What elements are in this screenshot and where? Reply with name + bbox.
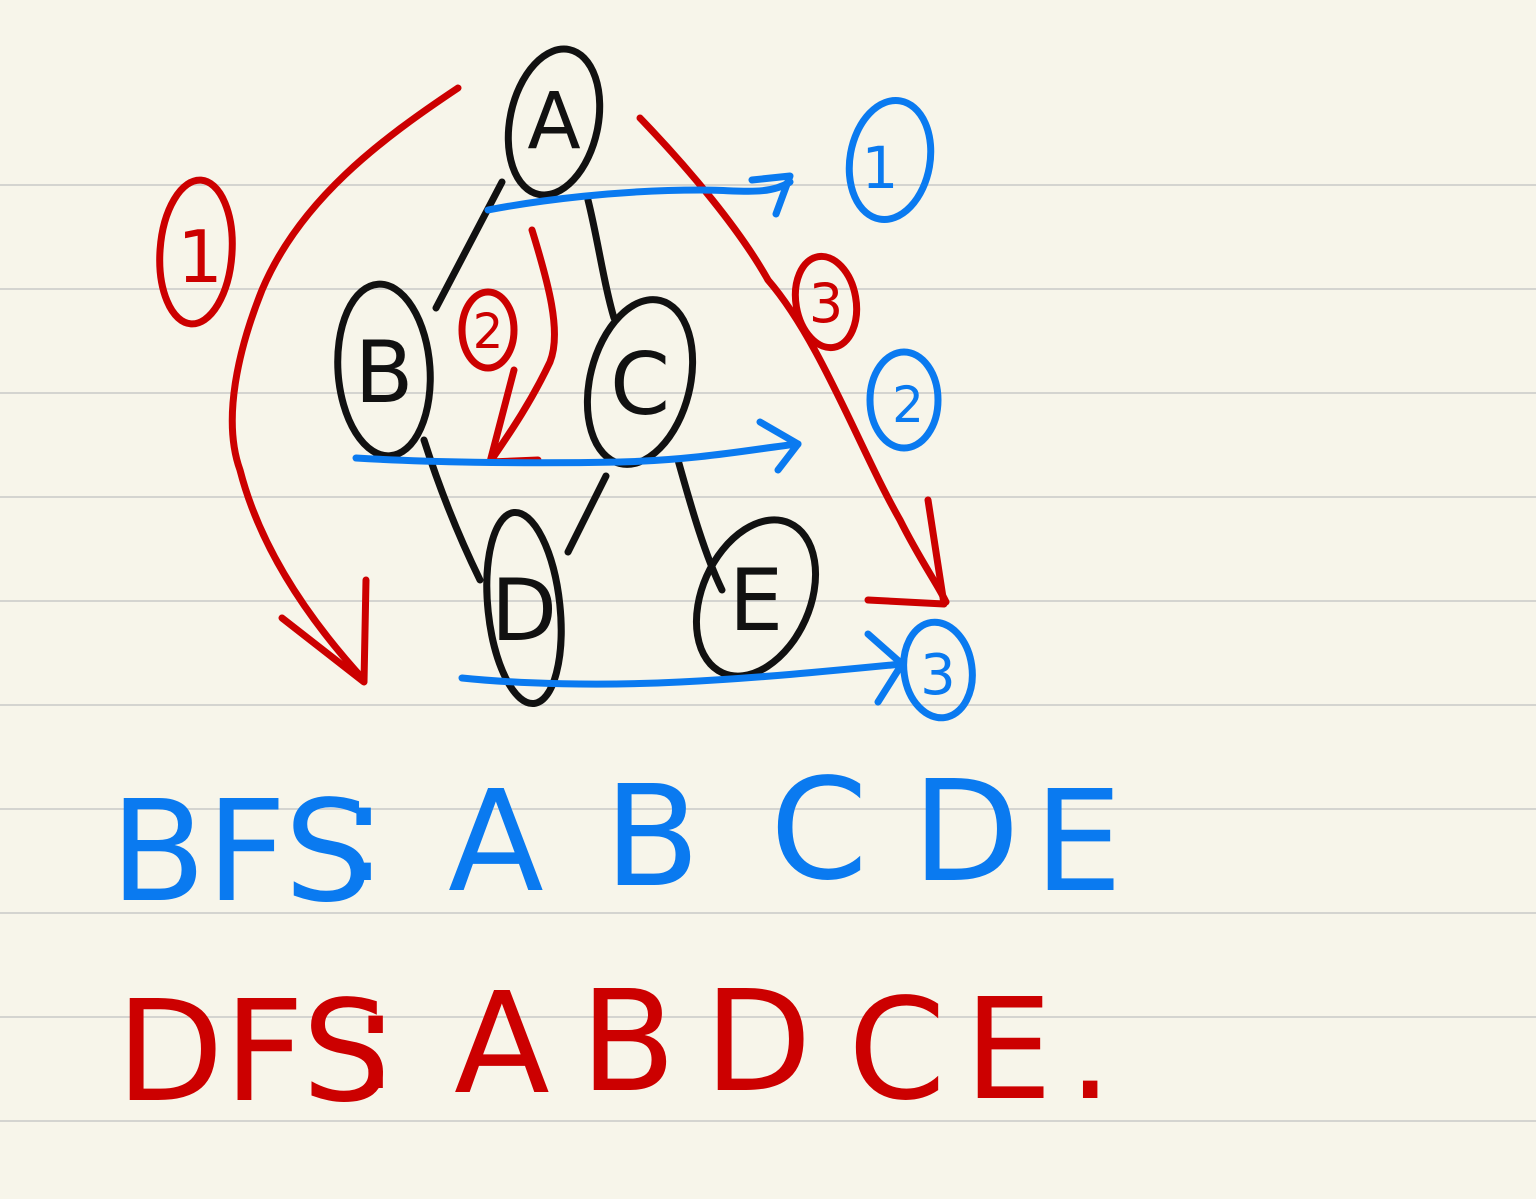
node-b-label: B: [355, 323, 414, 423]
svg-text:3: 3: [809, 272, 843, 335]
node-e: E: [692, 516, 820, 680]
dfs-item-5: E: [964, 969, 1052, 1132]
bfs-level-marks: 1 2 3: [845, 97, 976, 722]
bfs-label: BFS: [110, 771, 373, 934]
edge-a-b: [432, 178, 506, 312]
bfs-arrow-1-head: [748, 172, 794, 218]
dfs-separator: :: [352, 959, 399, 1122]
edge-a-c: [584, 196, 618, 322]
dfs-arrow-3: [636, 114, 950, 606]
bfs-arrow-2: [352, 440, 802, 467]
edge-c-e: [674, 456, 726, 594]
node-a: A: [504, 45, 604, 199]
bfs-item-3: C: [770, 749, 868, 912]
svg-text:1: 1: [177, 215, 223, 299]
dfs-step-marks: 1 2 3: [156, 176, 861, 372]
dfs-arrow-1: [228, 84, 462, 684]
dfs-step-mark-3: 3: [791, 252, 861, 352]
bfs-level-mark-3: 3: [900, 618, 976, 722]
dfs-label: DFS: [116, 971, 391, 1134]
dfs-result-line: DFS : A B D C E .: [116, 959, 1113, 1134]
node-c-label: C: [610, 335, 670, 435]
node-d-label: D: [491, 561, 557, 661]
bfs-level-arrows: [352, 172, 906, 706]
edge-b-d: [420, 436, 484, 584]
dfs-arrow-3-head: [864, 496, 948, 608]
dfs-item-4: C: [848, 969, 946, 1132]
bfs-level-mark-2: 2: [866, 348, 942, 452]
bfs-item-1: A: [448, 761, 544, 924]
svg-text:2: 2: [473, 304, 504, 360]
dfs-step-mark-2: 2: [458, 288, 518, 372]
ruled-lines: [0, 184, 1536, 1122]
bfs-result-line: BFS : A B C D E: [110, 749, 1122, 934]
dfs-item-2: B: [580, 961, 676, 1124]
node-d: D: [483, 508, 565, 708]
dfs-traversal-arrows: [228, 84, 950, 686]
bfs-item-5: E: [1034, 761, 1122, 924]
bfs-item-2: B: [604, 756, 700, 919]
svg-text:3: 3: [920, 643, 956, 708]
dfs-arrow-2-head: [486, 366, 542, 466]
graph-nodes: A B C D E: [334, 45, 820, 708]
node-c: C: [583, 296, 697, 468]
bfs-separator: :: [340, 751, 387, 914]
svg-text:2: 2: [892, 376, 924, 434]
bfs-arrow-3: [458, 660, 906, 688]
dfs-step-mark-1: 1: [156, 176, 236, 328]
graph-edges: [420, 178, 726, 594]
dfs-item-1: A: [454, 963, 550, 1126]
bfs-arrow-1: [484, 178, 794, 214]
dfs-arrow-2: [486, 226, 558, 466]
bfs-item-4: D: [912, 751, 1020, 914]
dfs-end-period: .: [1068, 969, 1113, 1132]
svg-text:1: 1: [862, 134, 899, 202]
bfs-arrow-2-head: [756, 418, 802, 474]
edge-c-d: [564, 472, 610, 556]
bfs-level-mark-1: 1: [845, 97, 935, 223]
node-e-label: E: [729, 551, 783, 651]
dfs-arrow-1-head: [278, 576, 370, 686]
node-a-label: A: [527, 77, 580, 167]
node-b: B: [334, 280, 434, 460]
dfs-item-3: D: [704, 961, 812, 1124]
